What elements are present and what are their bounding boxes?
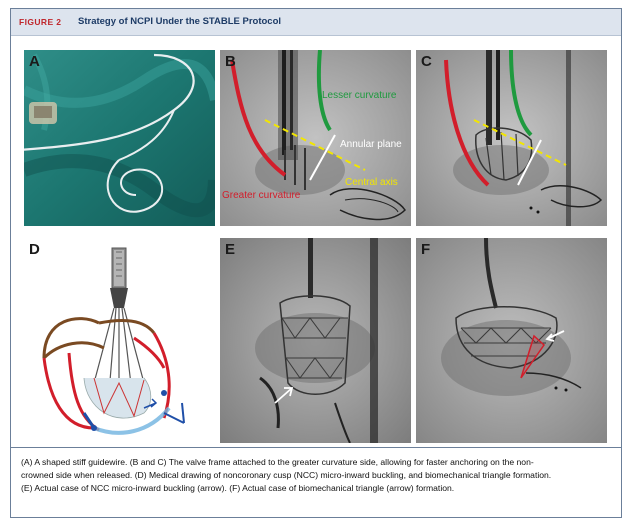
panel-a-label: A <box>29 53 40 70</box>
caption-line: (A) A shaped stiff guidewire. (B and C) … <box>21 457 534 467</box>
panel-d-drawing: D <box>24 238 215 443</box>
guidewire-photo-illustration <box>24 50 215 226</box>
panel-d-label: D <box>29 241 40 258</box>
figure-frame: FIGURE 2 Strategy of NCPI Under the STAB… <box>10 8 622 518</box>
fluoroscopy-e-illustration <box>220 238 411 443</box>
fluoroscopy-c-illustration <box>416 50 607 226</box>
caption-line: crowned side when released. (D) Medical … <box>21 470 552 481</box>
label-lesser-curvature: Lesser curvature <box>322 90 397 101</box>
figure-image-area: A <box>11 37 621 447</box>
panel-b-fluoroscopy: Lesser curvature Annular plane Central a… <box>220 50 411 226</box>
panel-b-label: B <box>225 53 236 70</box>
panel-f-fluoroscopy: F <box>416 238 607 443</box>
figure-title-bar: FIGURE 2 Strategy of NCPI Under the STAB… <box>11 9 621 36</box>
panel-f-label: F <box>421 241 431 258</box>
panel-a-photo: A <box>24 50 215 226</box>
label-annular-plane: Annular plane <box>340 139 402 150</box>
label-central-axis: Central axis <box>345 177 398 188</box>
panel-c-label: C <box>421 53 432 70</box>
fluoroscopy-f-illustration <box>416 238 607 443</box>
fluoroscopy-b-illustration: Lesser curvature Annular plane Central a… <box>220 50 411 226</box>
ncc-buckling-drawing <box>42 247 185 435</box>
label-greater-curvature: Greater curvature <box>222 190 301 201</box>
caption-line: (E) Actual case of NCC micro-inward buck… <box>21 483 455 494</box>
figure-caption: (A) A shaped stiff guidewire. (B and C) … <box>11 447 621 517</box>
figure-title: Strategy of NCPI Under the STABLE Protoc… <box>78 16 282 27</box>
panel-e-label: E <box>225 241 236 258</box>
panel-e-fluoroscopy: E <box>220 238 411 443</box>
panel-c-fluoroscopy: C <box>416 50 607 226</box>
figure-label: FIGURE 2 <box>19 17 62 27</box>
